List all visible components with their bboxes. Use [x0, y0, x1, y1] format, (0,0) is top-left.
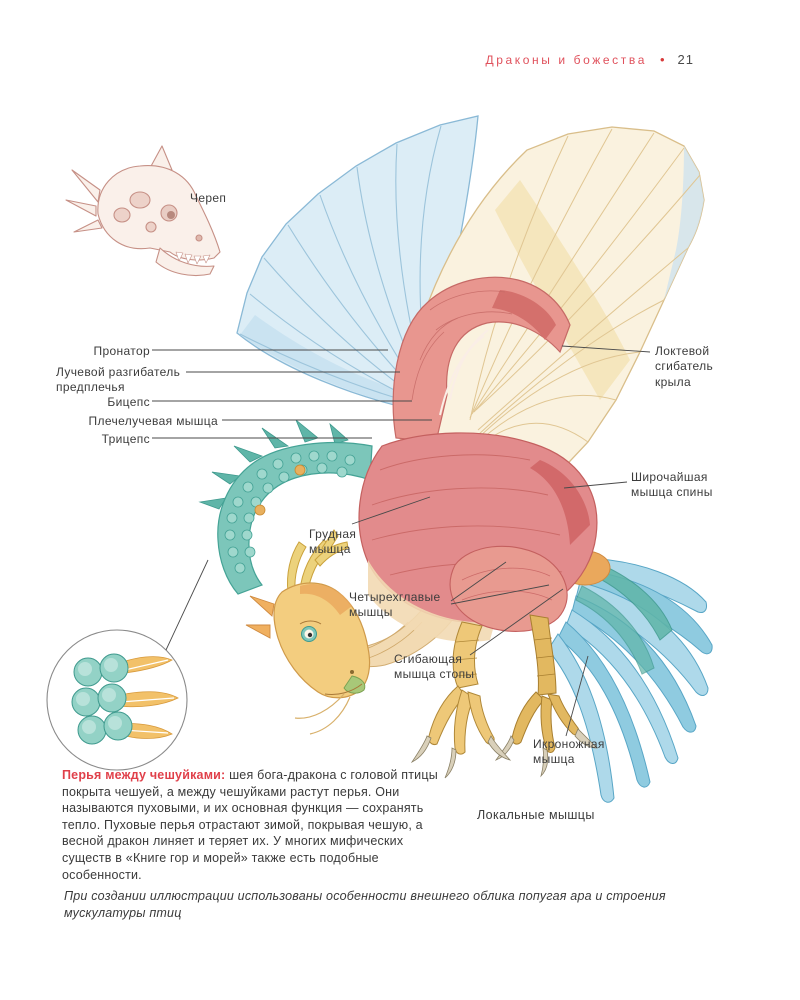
torso-muscles: [358, 432, 598, 642]
chapter-title: Драконы и божества: [485, 52, 647, 67]
scale-feather-inset: [46, 629, 188, 771]
label-quadriceps: Четырехглавые мышцы: [349, 590, 441, 620]
label-gastrocnemius: Икроножная мышца: [533, 737, 605, 767]
label-pectoral: Грудная мышца: [309, 527, 357, 557]
body-paragraph: Перья между чешуйками: шея бога-дракона …: [62, 767, 454, 883]
label-brachioradial: Плечелучевая мышца: [88, 414, 218, 428]
label-radial-extensor: Лучевой разгибатель предплечья: [56, 365, 181, 395]
label-pronator: Пронатор: [93, 344, 150, 358]
label-biceps: Бицепс: [107, 395, 150, 409]
footnote: При создании иллюстрации использованы ос…: [64, 889, 666, 920]
leader-lines: [152, 345, 651, 737]
label-foot-flexor: Сгибающая мышца стопы: [394, 652, 475, 682]
skull-illustration: [65, 145, 221, 277]
label-skull: Череп: [190, 191, 227, 205]
paragraph-text: шея бога-дракона с головой птицы покрыта…: [62, 768, 438, 882]
label-elbow-flexor: Локтевой сгибатель крыла: [655, 344, 714, 389]
label-latissimus: Широчайшая мышца спины: [631, 470, 713, 500]
wing-muscles: [392, 276, 571, 443]
dragon-head: [245, 529, 371, 735]
paragraph-lead: Перья между чешуйками:: [62, 768, 226, 782]
label-triceps: Трицепс: [101, 432, 150, 446]
bird-legs: [410, 614, 598, 779]
neck-scales: [198, 419, 373, 595]
page-header: Драконы и божества • 21: [485, 52, 694, 67]
page-number: 21: [677, 52, 694, 67]
figure-caption: Локальные мышцы: [477, 808, 595, 822]
bullet-icon: •: [659, 52, 665, 67]
